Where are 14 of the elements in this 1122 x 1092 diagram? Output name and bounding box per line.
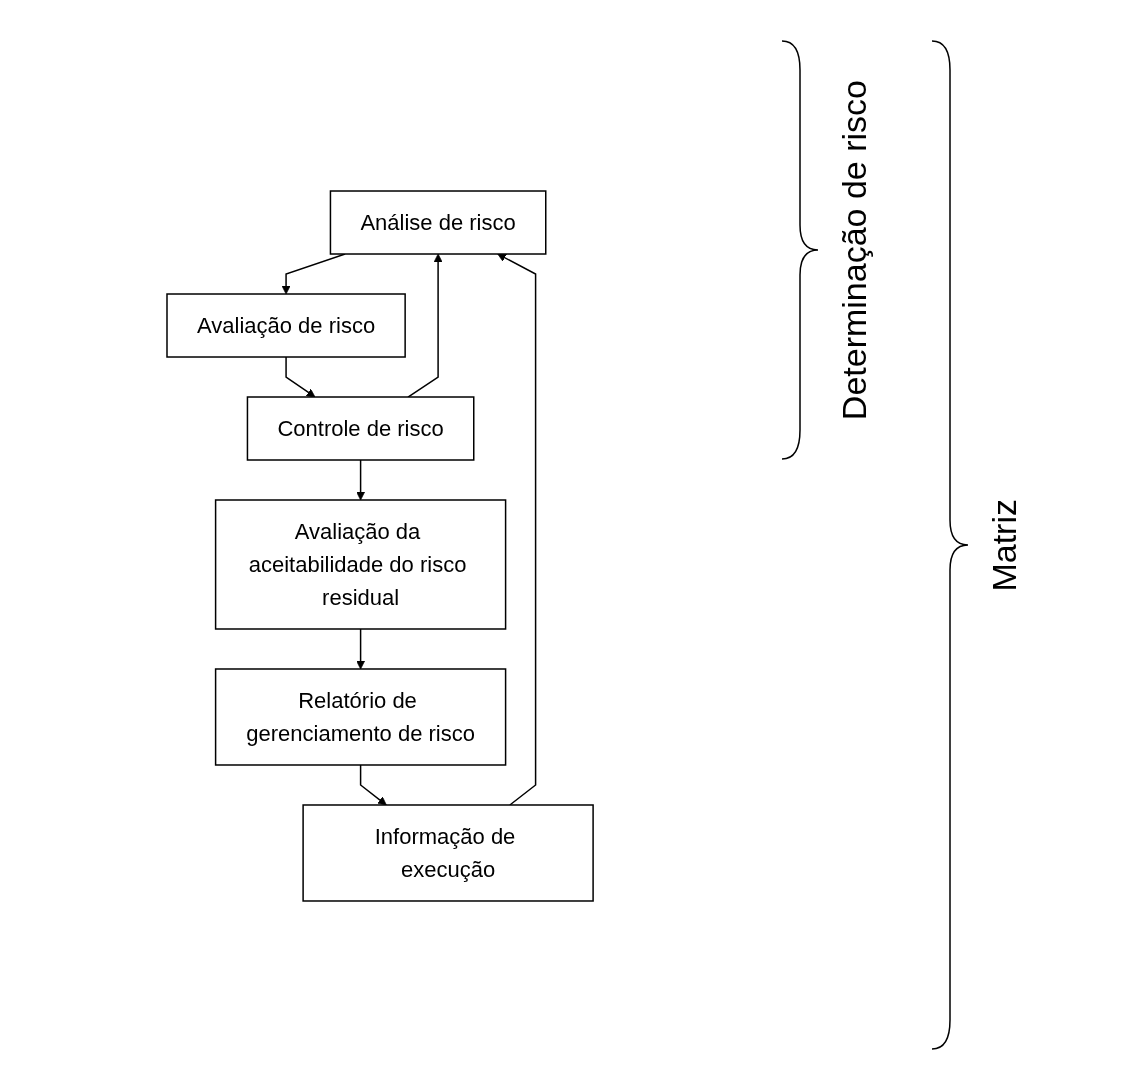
arrow	[356, 459, 365, 501]
arrow	[356, 628, 365, 670]
bracket-label: Determinação de risco	[835, 79, 874, 421]
arrow	[359, 764, 387, 806]
node-box: Avaliação da aceitabilidade do risco residual	[214, 499, 507, 630]
node-box: Relatório de gerenciamento de risco	[214, 668, 507, 766]
node-box: Controle de risco	[246, 396, 475, 461]
node-box: Informação de execução	[302, 804, 594, 902]
arrow	[407, 253, 443, 398]
node-box: Análise de risco	[329, 190, 547, 255]
bracket-label: Matriz	[985, 498, 1024, 592]
node-box: Avaliação de risco	[166, 293, 406, 358]
arrow	[285, 356, 316, 398]
arrow	[497, 253, 537, 806]
